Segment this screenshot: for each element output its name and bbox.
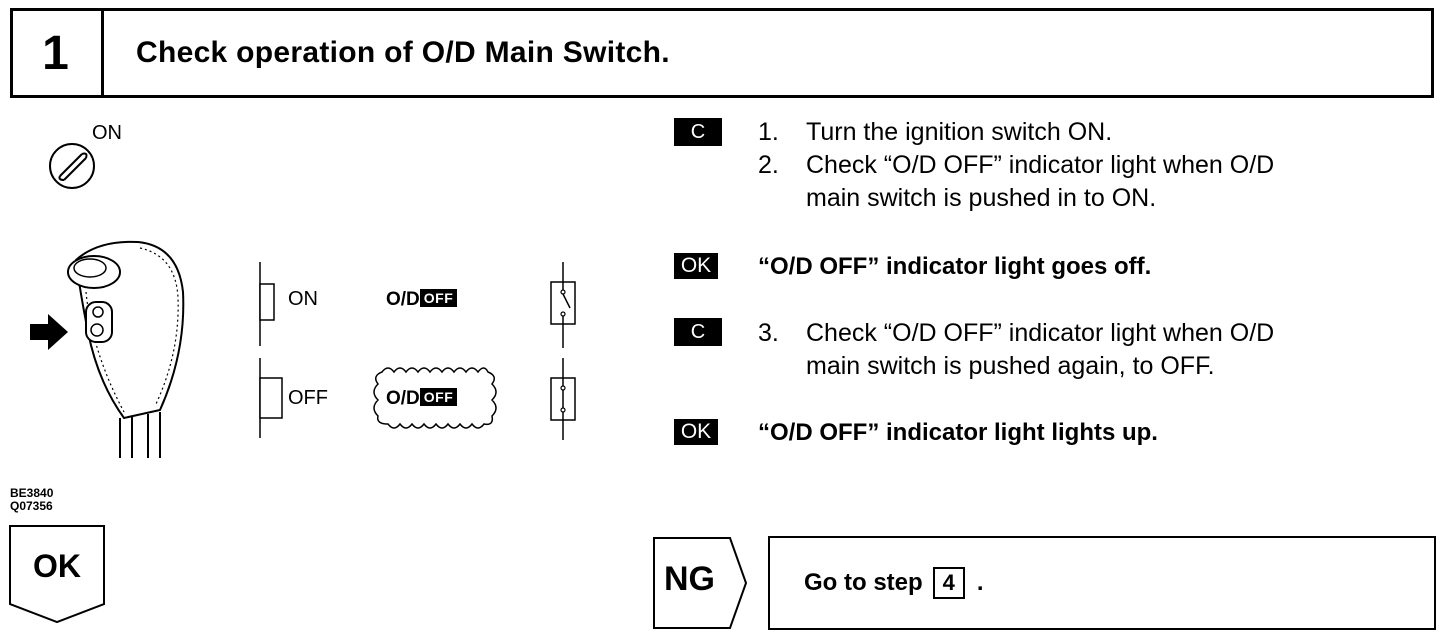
header-box (10, 8, 1434, 98)
off-badge: OFF (419, 388, 458, 406)
od-text: O/D (386, 388, 420, 409)
step-3-text-line2: main switch is pushed again, to OFF. (806, 352, 1215, 380)
goto-text: Go to step (804, 569, 923, 596)
goto-step-ref[interactable]: 4 (932, 567, 965, 599)
ignition-key-icon (49, 143, 95, 189)
step-2-text-line1: Check “O/D OFF” indicator light when O/D (806, 151, 1275, 179)
ng-arrow-icon (653, 537, 748, 629)
goto-box (768, 536, 1436, 630)
switch-on-label: ON (288, 288, 318, 310)
page-title: Check operation of O/D Main Switch. (136, 36, 670, 69)
ignition-on-label: ON (92, 122, 122, 144)
ok-shield-icon (9, 525, 105, 624)
off-badge: OFF (419, 289, 458, 307)
goto-period: . (976, 569, 984, 596)
ok-footer-label: OK (33, 548, 81, 584)
od-text: O/D (386, 289, 420, 310)
ok-badge: OK (674, 419, 718, 445)
step-1-number: 1. (758, 118, 779, 146)
switch-open-symbol-icon (550, 262, 576, 348)
figure-code: BE3840 Q07356 (10, 487, 53, 513)
ng-label: NG (664, 560, 715, 598)
step-2-text-line2: main switch is pushed in to ON. (806, 184, 1157, 212)
step-3-number: 3. (758, 319, 779, 347)
check-badge: C (674, 118, 722, 146)
step-1-text: Turn the ignition switch ON. (806, 118, 1113, 146)
switch-on-icon (259, 262, 275, 346)
step-number: 1 (10, 8, 104, 98)
shift-lever-icon (30, 240, 185, 458)
figure-code-1: BE3840 (10, 486, 54, 500)
step-3-text-line1: Check “O/D OFF” indicator light when O/D (806, 319, 1275, 347)
step-2-number: 2. (758, 151, 779, 179)
figure-code-2: Q07356 (10, 499, 53, 513)
ok-badge: OK (674, 253, 718, 279)
switch-off-icon (259, 358, 283, 438)
result-2: “O/D OFF” indicator light lights up. (758, 419, 1158, 446)
switch-off-label: OFF (288, 387, 328, 409)
goto-instruction: Go to step 4. (804, 567, 984, 599)
check-badge: C (674, 318, 722, 346)
result-1: “O/D OFF” indicator light goes off. (758, 253, 1152, 280)
switch-closed-symbol-icon (550, 358, 576, 440)
